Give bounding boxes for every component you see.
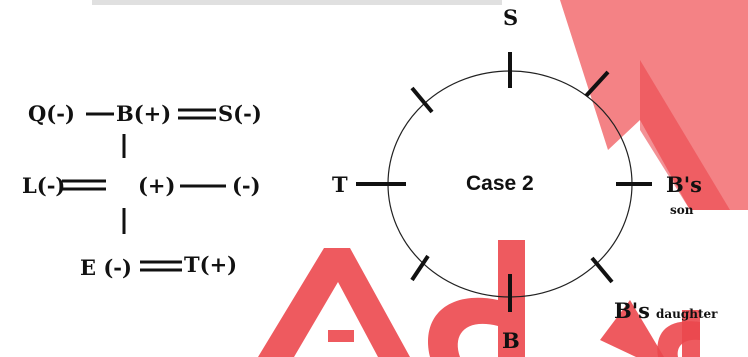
seat-label-bottom-right: B's xyxy=(614,298,650,323)
seating-circle: Case 2 S T B B's son B's daughter xyxy=(332,5,718,353)
seat-label-bottom-right-sub: daughter xyxy=(656,307,718,321)
seat-tick-top-right xyxy=(584,70,610,98)
member-q: Q(-) xyxy=(28,101,75,126)
seat-label-right-sub: son xyxy=(670,203,694,217)
member-b: B(+) xyxy=(116,101,171,126)
member-t: T(+) xyxy=(184,252,237,277)
header-fragment xyxy=(92,0,502,5)
seat-label-bottom: B xyxy=(502,328,520,353)
seat-tick-bottom-right xyxy=(590,256,614,284)
seat-tick-bottom-left xyxy=(410,254,430,282)
member-l: L(-) xyxy=(22,173,65,198)
member-s: S(-) xyxy=(218,101,262,126)
member-unknown-minus: (-) xyxy=(232,173,261,198)
member-unknown-plus: (+) xyxy=(138,173,175,198)
seat-label-top: S xyxy=(503,5,518,30)
watermark-logo xyxy=(258,0,748,357)
case-label: Case 2 xyxy=(466,172,534,195)
member-e: E (-) xyxy=(80,255,132,280)
seat-label-right: B's xyxy=(666,172,702,197)
seat-tick-top-left xyxy=(410,86,434,114)
family-tree: Q(-) B(+) S(-) L(-) (+) (-) E (-) T(+) xyxy=(22,101,262,280)
seat-label-left: T xyxy=(332,172,348,197)
